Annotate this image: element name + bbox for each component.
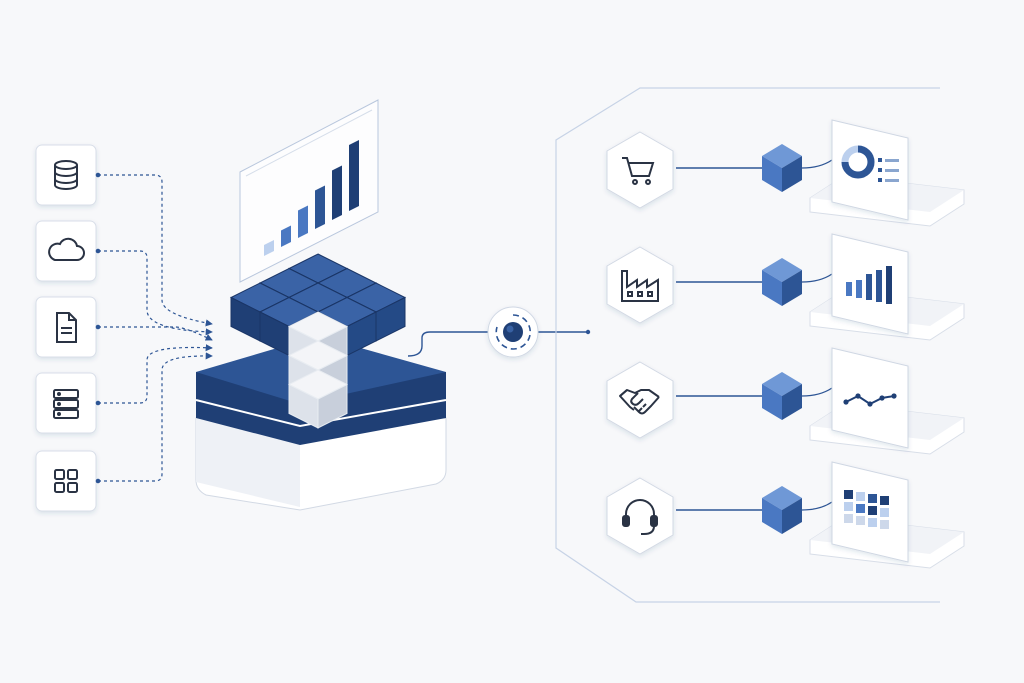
heatmap-icon: [844, 490, 889, 529]
handshake-icon: [619, 389, 660, 415]
server-icon: [53, 389, 79, 419]
hex-card-commerce[interactable]: [606, 131, 674, 209]
panel-bar: [281, 225, 291, 247]
document-icon: [56, 312, 77, 343]
output-cube-partnership: [762, 372, 802, 420]
output-row-manufacturing: [606, 233, 965, 341]
source-card-apps[interactable]: [35, 450, 97, 512]
panel-bar: [264, 240, 274, 256]
donut-chart-icon: [841, 145, 899, 182]
dashboard-tile-commerce[interactable]: [809, 119, 965, 227]
output-cube-manufacturing: [762, 258, 802, 306]
output-bracket: [555, 87, 940, 603]
hex-card-partnership[interactable]: [606, 361, 674, 439]
source-card-document[interactable]: [35, 296, 97, 358]
output-list: [606, 119, 965, 569]
output-row-support: [606, 461, 965, 569]
connector-end-dot: [585, 329, 591, 335]
cloud-icon: [48, 237, 85, 261]
source-card-database[interactable]: [35, 144, 97, 206]
source-list: [35, 144, 97, 512]
panel-bar: [315, 185, 325, 229]
panel-bar-chart: [264, 140, 359, 256]
source-card-cloud[interactable]: [35, 220, 97, 282]
cube-block-highlight: [317, 383, 348, 429]
hub-connector-line: [407, 331, 588, 357]
bar-chart-icon: [846, 266, 892, 304]
source-connectors: [98, 174, 213, 482]
grid-apps-icon: [54, 469, 78, 493]
dashboard-tile-support[interactable]: [809, 461, 965, 569]
factory-icon: [621, 270, 659, 302]
source-card-server[interactable]: [35, 372, 97, 434]
panel-bar: [332, 165, 342, 220]
output-cube-commerce: [762, 144, 802, 192]
line-chart-icon: [843, 393, 897, 407]
panel-bar: [349, 140, 359, 211]
source-connector-dots: [95, 172, 101, 484]
hub-chart-panel: [239, 99, 379, 283]
data-cube-icon: [229, 253, 407, 429]
output-cube-support: [762, 486, 802, 534]
shopping-cart-icon: [622, 157, 655, 185]
database-icon: [54, 160, 78, 190]
output-row-partnership: [606, 347, 965, 455]
dashboard-tile-manufacturing[interactable]: [809, 233, 965, 341]
headset-icon: [622, 499, 658, 535]
hex-card-support[interactable]: [606, 477, 674, 555]
hex-card-manufacturing[interactable]: [606, 246, 674, 324]
dashboard-tile-partnership[interactable]: [809, 347, 965, 455]
panel-bar: [298, 205, 308, 238]
ring-node-icon[interactable]: [487, 306, 539, 358]
output-row-commerce: [606, 119, 965, 227]
